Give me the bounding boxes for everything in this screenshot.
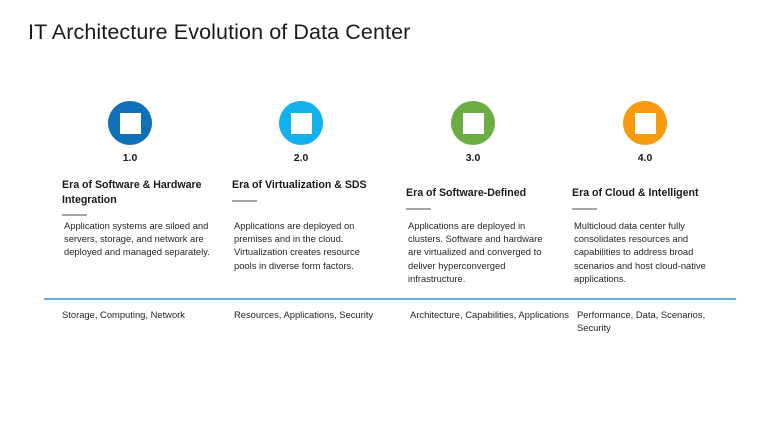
square-glyph [634, 112, 656, 134]
stage-marker-3: 3.0 [428, 101, 518, 164]
version-label-1: 1.0 [122, 152, 138, 164]
column-heading-1: Era of Software & Hardware Integration [62, 179, 202, 206]
version-label-4: 4.0 [637, 152, 653, 164]
column-heading-4: Era of Cloud & Intelligent [572, 187, 699, 199]
column-heading-2: Era of Virtualization & SDS [232, 179, 367, 191]
stage-marker-2: 2.0 [256, 101, 346, 164]
column-body-block-3: Applications are deployed in clusters. S… [406, 219, 556, 285]
column-keywords-2: Resources, Applications, Security [234, 309, 374, 320]
stage-marker-icon-1 [108, 101, 152, 145]
stage-marker-icon-4 [623, 101, 667, 145]
column-keywords-3: Architecture, Capabilities, Applications [410, 309, 569, 320]
column-body-2: Applications are deployed on premises an… [234, 220, 360, 271]
column-keywords-1: Storage, Computing, Network [62, 309, 185, 320]
heading-divider [572, 207, 597, 210]
column-heading-block-3: Era of Software-Defined [406, 186, 556, 218]
column-body-3: Applications are deployed in clusters. S… [408, 220, 543, 284]
stage-marker-icon-3 [451, 101, 495, 145]
version-label-2: 2.0 [293, 152, 309, 164]
column-heading-block-2: Era of Virtualization & SDS [232, 178, 382, 210]
column-body-4: Multicloud data center fully consolidate… [574, 220, 706, 284]
square-glyph [462, 112, 484, 134]
column-body-1: Application systems are siloed and serve… [64, 220, 210, 258]
stage-marker-1: 1.0 [85, 101, 175, 164]
column-body-block-2: Applications are deployed on premises an… [232, 219, 382, 272]
version-label-3: 3.0 [465, 152, 481, 164]
page-title: IT Architecture Evolution of Data Center [28, 20, 411, 44]
column-keywords-4: Performance, Data, Scenarios, Security [577, 309, 706, 334]
section-divider [44, 298, 736, 300]
heading-divider [406, 207, 431, 210]
square-glyph [290, 112, 312, 134]
column-heading-block-1: Era of Software & Hardware Integration [62, 178, 212, 224]
column-heading-3: Era of Software-Defined [406, 187, 527, 199]
stage-marker-4: 4.0 [600, 101, 690, 164]
column-body-block-4: Multicloud data center fully consolidate… [572, 219, 722, 285]
heading-divider [232, 199, 257, 202]
stage-marker-icon-2 [279, 101, 323, 145]
column-heading-block-4: Era of Cloud & Intelligent [572, 186, 722, 218]
square-glyph [119, 112, 141, 134]
column-body-block-1: Application systems are siloed and serve… [62, 219, 212, 259]
heading-divider [62, 214, 87, 216]
